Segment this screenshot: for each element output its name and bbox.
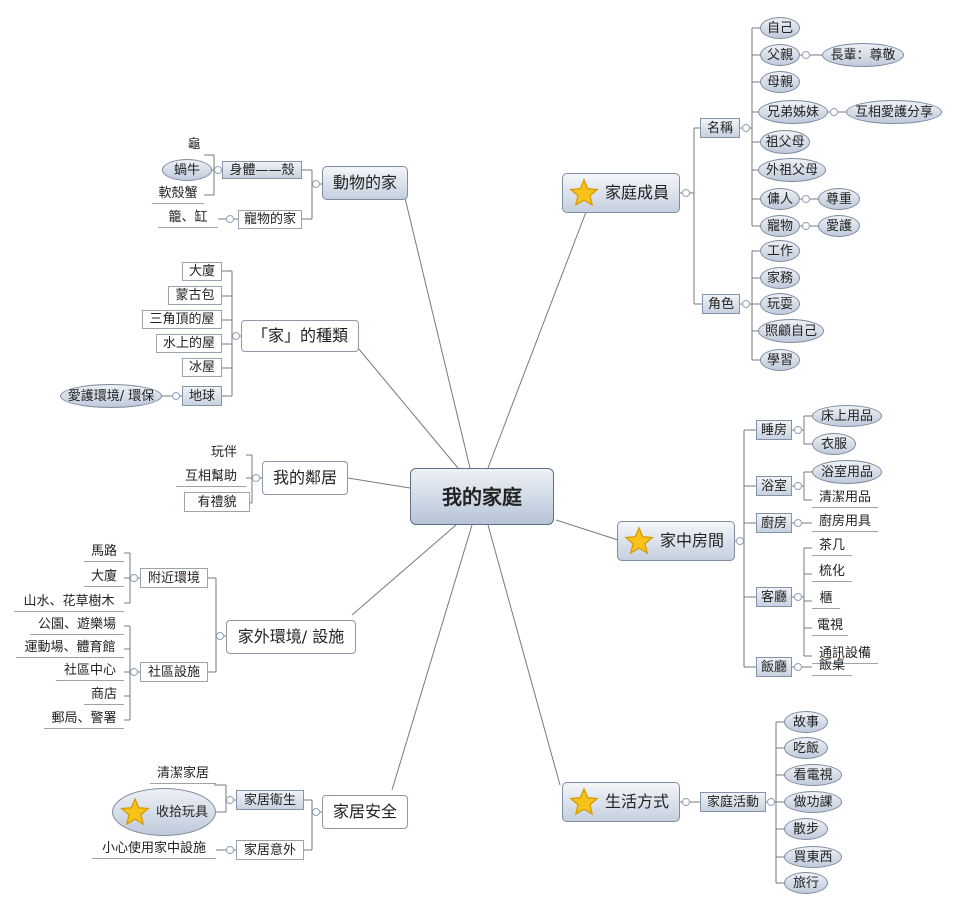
item-post-police[interactable]: 郵局、警署 — [44, 712, 124, 729]
item-shopping[interactable]: 買東西 — [784, 846, 842, 868]
topic-neighbors[interactable]: 我的鄰居 — [262, 461, 348, 495]
item-helper[interactable]: 傭人 — [760, 188, 800, 210]
item-bath-items[interactable]: 浴室用品 — [812, 460, 882, 484]
topic-home-safety[interactable]: 家居安全 — [322, 795, 408, 829]
topic-home-rooms[interactable]: 家中房間 — [617, 521, 735, 561]
subtopic-home-hygiene[interactable]: 家居衛生 — [236, 790, 304, 810]
item-earth[interactable]: 地球 — [182, 386, 222, 406]
subtopic-community[interactable]: 社區設施 — [140, 662, 208, 682]
item-outside-building[interactable]: 大廈 — [84, 570, 124, 587]
item-eat[interactable]: 吃飯 — [784, 737, 828, 759]
item-self[interactable]: 自己 — [760, 17, 800, 39]
subtopic-names[interactable]: 名稱 — [700, 118, 740, 138]
item-tidy-toys[interactable]: 收拾玩具 — [112, 788, 216, 836]
item-self-care[interactable]: 照顧自己 — [758, 319, 824, 343]
topic-home-rooms-label: 家中房間 — [660, 531, 725, 550]
star-icon — [569, 787, 599, 816]
room-dining[interactable]: 飯廳 — [756, 657, 792, 677]
room-bedroom[interactable]: 睡房 — [756, 420, 792, 440]
item-pet[interactable]: 寵物 — [760, 215, 800, 237]
star-icon — [569, 178, 599, 207]
topic-family-members[interactable]: 家庭成員 — [562, 173, 680, 213]
item-building[interactable]: 大廈 — [182, 262, 222, 281]
item-study[interactable]: 學習 — [760, 349, 800, 371]
item-work[interactable]: 工作 — [760, 240, 800, 262]
subtopic-home-accident[interactable]: 家居意外 — [236, 840, 304, 860]
item-communication[interactable]: 通訊設備 — [812, 647, 878, 664]
item-dining-table[interactable]: 飯桌 — [812, 659, 852, 676]
item-cage-tank[interactable]: 籠、缸 — [158, 211, 218, 228]
room-kitchen[interactable]: 廚房 — [756, 513, 792, 533]
item-careful-use[interactable]: 小心使用家中設施 — [92, 842, 216, 859]
item-respect[interactable]: 尊重 — [818, 188, 860, 210]
item-sports-ground[interactable]: 運動場、體育館 — [16, 641, 124, 658]
item-sofa[interactable]: 梳化 — [812, 565, 852, 582]
item-siblings[interactable]: 兄弟姊妹 — [758, 100, 828, 124]
item-elders-respect[interactable]: 長輩：尊敬 — [822, 43, 904, 67]
item-play[interactable]: 玩耍 — [760, 293, 800, 315]
item-snail[interactable]: 蝸牛 — [162, 159, 212, 181]
item-community-center[interactable]: 社區中心 — [56, 664, 124, 681]
subtopic-family-activities[interactable]: 家庭活動 — [700, 792, 766, 812]
item-cabinet[interactable]: 櫃 — [812, 592, 840, 609]
item-shop[interactable]: 商店 — [84, 688, 124, 705]
item-love[interactable]: 愛護 — [818, 215, 860, 237]
room-bathroom[interactable]: 浴室 — [756, 476, 792, 496]
item-tea-table[interactable]: 茶几 — [812, 539, 852, 556]
item-watch-tv[interactable]: 看電視 — [784, 764, 842, 786]
item-cleaning-supplies[interactable]: 清潔用品 — [812, 491, 878, 508]
item-playmate[interactable]: 玩伴 — [210, 445, 237, 460]
star-icon — [624, 526, 654, 555]
topic-animal-homes[interactable]: 動物的家 — [322, 166, 408, 200]
item-soft-shell-crab[interactable]: 軟殼蟹 — [152, 187, 204, 204]
subtopic-pet-home[interactable]: 寵物的家 — [238, 210, 302, 229]
item-road[interactable]: 馬路 — [84, 545, 124, 562]
item-care-share[interactable]: 互相愛護分享 — [846, 100, 942, 124]
item-mother[interactable]: 母親 — [760, 71, 800, 93]
subtopic-roles[interactable]: 角色 — [702, 294, 740, 314]
item-tv[interactable]: 電視 — [812, 619, 848, 636]
item-housework[interactable]: 家務 — [760, 267, 800, 289]
item-travel[interactable]: 旅行 — [784, 872, 828, 894]
item-help-each-other[interactable]: 互相幫助 — [176, 470, 246, 487]
topic-family-members-label: 家庭成員 — [605, 183, 670, 202]
item-igloo[interactable]: 冰屋 — [182, 358, 222, 377]
center-topic[interactable]: 我的家庭 — [410, 468, 554, 525]
item-protect-environment[interactable]: 愛護環境/ 環保 — [60, 384, 162, 408]
item-tidy-toys-label: 收拾玩具 — [155, 804, 208, 820]
item-clothes[interactable]: 衣服 — [812, 433, 856, 455]
subtopic-body-shell[interactable]: 身體——殼 — [222, 161, 302, 179]
item-story[interactable]: 故事 — [784, 711, 828, 733]
item-maternal-grandparents[interactable]: 外祖父母 — [758, 158, 826, 182]
room-living[interactable]: 客廳 — [756, 587, 792, 607]
item-kitchenware[interactable]: 廚房用具 — [812, 515, 878, 532]
topic-lifestyle-label: 生活方式 — [605, 792, 670, 811]
item-father[interactable]: 父親 — [760, 44, 800, 66]
topic-outside-environment[interactable]: 家外環境/ 設施 — [226, 620, 356, 654]
item-bed-items[interactable]: 床上用品 — [812, 405, 882, 427]
item-grandparents[interactable]: 祖父母 — [760, 130, 810, 154]
topic-home-types[interactable]: 「家」的種類 — [241, 320, 359, 352]
item-walk[interactable]: 散步 — [784, 818, 828, 840]
item-yurt[interactable]: 蒙古包 — [168, 286, 222, 305]
item-triangle-roof[interactable]: 三角頂的屋 — [142, 310, 222, 329]
item-water-house[interactable]: 水上的屋 — [156, 334, 222, 353]
item-park[interactable]: 公園、遊樂場 — [30, 618, 124, 635]
item-homework[interactable]: 做功課 — [784, 791, 842, 813]
item-nature[interactable]: 山水、花草樹木 — [14, 595, 124, 612]
item-polite[interactable]: 有禮貌 — [184, 492, 250, 512]
topic-lifestyle[interactable]: 生活方式 — [562, 782, 680, 822]
subtopic-nearby[interactable]: 附近環境 — [140, 568, 208, 588]
star-icon — [120, 797, 150, 826]
item-turtle[interactable]: 龜 — [187, 137, 201, 152]
item-clean-home[interactable]: 清潔家居 — [150, 767, 216, 784]
